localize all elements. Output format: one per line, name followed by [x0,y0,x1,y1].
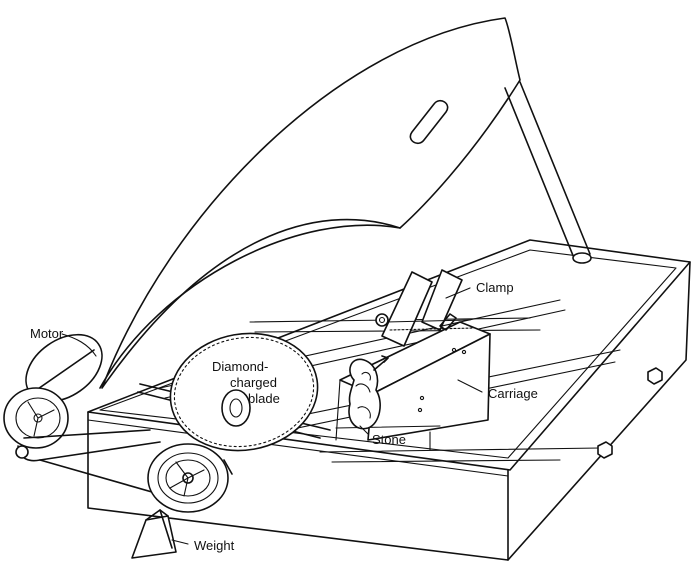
blade-label-line3: blade [248,391,280,406]
leader-lines [61,287,483,545]
pulley-icon [147,443,233,513]
saw-tank [87,239,691,561]
carriage-label: Carriage [488,386,538,401]
weight-icon [131,509,177,559]
blade-label-line1: Diamond- [212,359,268,374]
blade-label-line2: charged [230,375,277,390]
clamp-label: Clamp [476,280,514,295]
motor-icon [3,333,103,449]
stone-icon [348,355,389,430]
clamp [375,269,475,347]
motor-label: Motor [30,326,64,341]
hinged-lid [99,17,521,389]
stone-label: Stone [372,432,406,447]
lid-handle-slot [409,99,449,145]
side-bolts [597,367,663,459]
lid-support-rod [504,81,592,264]
saw-blade-icon [169,332,319,452]
weight-label: Weight [194,538,235,553]
